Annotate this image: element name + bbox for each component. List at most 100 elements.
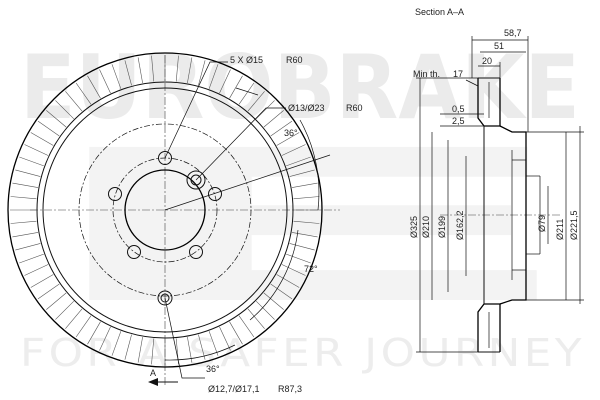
vane-line bbox=[255, 100, 275, 120]
vane-line bbox=[270, 283, 293, 300]
leader-counterbore bbox=[195, 107, 286, 181]
vane-line bbox=[10, 196, 37, 200]
center-bore bbox=[124, 169, 206, 251]
vane-line bbox=[281, 144, 306, 156]
vane-line bbox=[75, 82, 92, 105]
vane-line bbox=[229, 75, 243, 99]
leader-bolt-holes bbox=[164, 61, 228, 159]
vane-line bbox=[247, 308, 265, 329]
dia-79-label: Ø79 bbox=[537, 215, 547, 232]
vane-line bbox=[229, 321, 243, 345]
bottom-hole-inner bbox=[160, 293, 170, 303]
vane-line bbox=[87, 321, 101, 345]
vane-line bbox=[19, 156, 44, 167]
bottom-hole-label: Ø12,7/Ø17,1 bbox=[208, 384, 260, 394]
bottom-radius-label: R87,3 bbox=[278, 384, 302, 394]
vane-line bbox=[208, 331, 219, 356]
vane-line bbox=[46, 292, 67, 310]
thickness-dimensions: 58,7 51 20 0,5 2,5 Min th. 17 bbox=[413, 28, 529, 132]
watermark-tagline: FOR A SAFER JOURNEY bbox=[20, 331, 585, 375]
vane-line bbox=[208, 64, 219, 89]
vane-line bbox=[219, 69, 231, 94]
dim-51-label: 51 bbox=[494, 41, 504, 51]
vane-line bbox=[37, 120, 60, 137]
hole-radius-label: R60 bbox=[346, 103, 363, 113]
vane-line bbox=[99, 326, 111, 351]
bolt-holes bbox=[108, 151, 222, 259]
vane-line bbox=[24, 264, 49, 276]
min-thickness-leader bbox=[465, 79, 479, 87]
vane-line bbox=[55, 100, 75, 120]
dia-325-label: Ø325 bbox=[409, 216, 419, 238]
vane-line bbox=[293, 196, 320, 200]
leader-r60 bbox=[235, 87, 259, 96]
bolt-hole bbox=[208, 187, 222, 201]
vane-ring-inner-edge bbox=[36, 81, 294, 339]
bolt-circle-label: 5 X Ø15 bbox=[230, 55, 263, 65]
vane-line bbox=[15, 169, 41, 177]
bolt-hole bbox=[158, 151, 172, 165]
bolt-hole bbox=[189, 245, 203, 259]
min-thickness-value: 17 bbox=[453, 69, 463, 79]
dia-210-label: Ø210 bbox=[421, 216, 431, 238]
cooling-vanes bbox=[10, 55, 320, 365]
vane-line bbox=[37, 283, 60, 300]
vane-line bbox=[276, 132, 300, 146]
section-marker-arrow bbox=[148, 378, 158, 386]
vane-line bbox=[65, 91, 83, 112]
vane-line bbox=[124, 334, 132, 360]
vane-line bbox=[75, 315, 92, 338]
vane-line bbox=[30, 132, 54, 146]
vane-line bbox=[247, 91, 265, 112]
vane-line bbox=[46, 110, 67, 128]
arc-angle-right bbox=[249, 229, 299, 321]
vane-line bbox=[151, 338, 155, 365]
disc-outer-edge bbox=[7, 52, 323, 368]
bolt-circle-r87 bbox=[78, 123, 252, 297]
vane-line bbox=[263, 110, 284, 128]
vane-line bbox=[291, 182, 318, 188]
vane-line bbox=[286, 253, 311, 264]
vane-line bbox=[198, 60, 206, 86]
vane-line bbox=[124, 60, 132, 86]
leader-bottom-hole bbox=[164, 297, 205, 379]
vane-line bbox=[65, 308, 83, 329]
bolt-hole bbox=[108, 187, 122, 201]
vane-line bbox=[19, 253, 44, 264]
svg-text:E: E bbox=[10, 105, 600, 350]
dim-0-5-label: 0,5 bbox=[452, 104, 465, 114]
section-marker-label: A bbox=[150, 368, 156, 378]
angle-bottom-label: 36° bbox=[206, 364, 220, 374]
counterbore-inner bbox=[190, 174, 202, 186]
vane-line bbox=[289, 243, 315, 251]
vane-line bbox=[55, 300, 75, 320]
arc-angle-top bbox=[299, 119, 320, 211]
dia-162-2-label: Ø162,2 bbox=[455, 210, 465, 240]
section-title: Section A–A bbox=[415, 7, 464, 17]
hat-profile bbox=[499, 125, 527, 305]
vane-line bbox=[263, 292, 284, 310]
dia-199-label: Ø199 bbox=[437, 216, 447, 238]
vane-line bbox=[24, 144, 49, 156]
vane-line bbox=[238, 82, 255, 105]
dim-58-7-label: 58,7 bbox=[504, 28, 522, 38]
section-view: Section A–A bbox=[409, 7, 584, 353]
bottom-hole-outer bbox=[157, 290, 173, 306]
dia-211-label: Ø211 bbox=[555, 219, 565, 240]
vane-line bbox=[255, 300, 275, 320]
vane-line bbox=[111, 331, 122, 356]
vane-line bbox=[286, 156, 311, 167]
angle-top-label: 36° bbox=[284, 128, 298, 138]
bolt-hole bbox=[127, 245, 141, 259]
vane-line bbox=[291, 232, 318, 238]
front-view: 5 X Ø15 R60 Ø13/Ø23 R60 36° 72° 36° Ø12,… bbox=[7, 52, 363, 394]
dim-2-5-label: 2,5 bbox=[452, 116, 465, 126]
vane-line bbox=[281, 264, 306, 276]
vane-line bbox=[187, 57, 193, 84]
vane-line bbox=[111, 64, 122, 89]
vane-line bbox=[198, 334, 206, 360]
counterbore-outer bbox=[186, 170, 206, 190]
vane-line bbox=[151, 55, 155, 82]
vane-line bbox=[219, 326, 231, 351]
